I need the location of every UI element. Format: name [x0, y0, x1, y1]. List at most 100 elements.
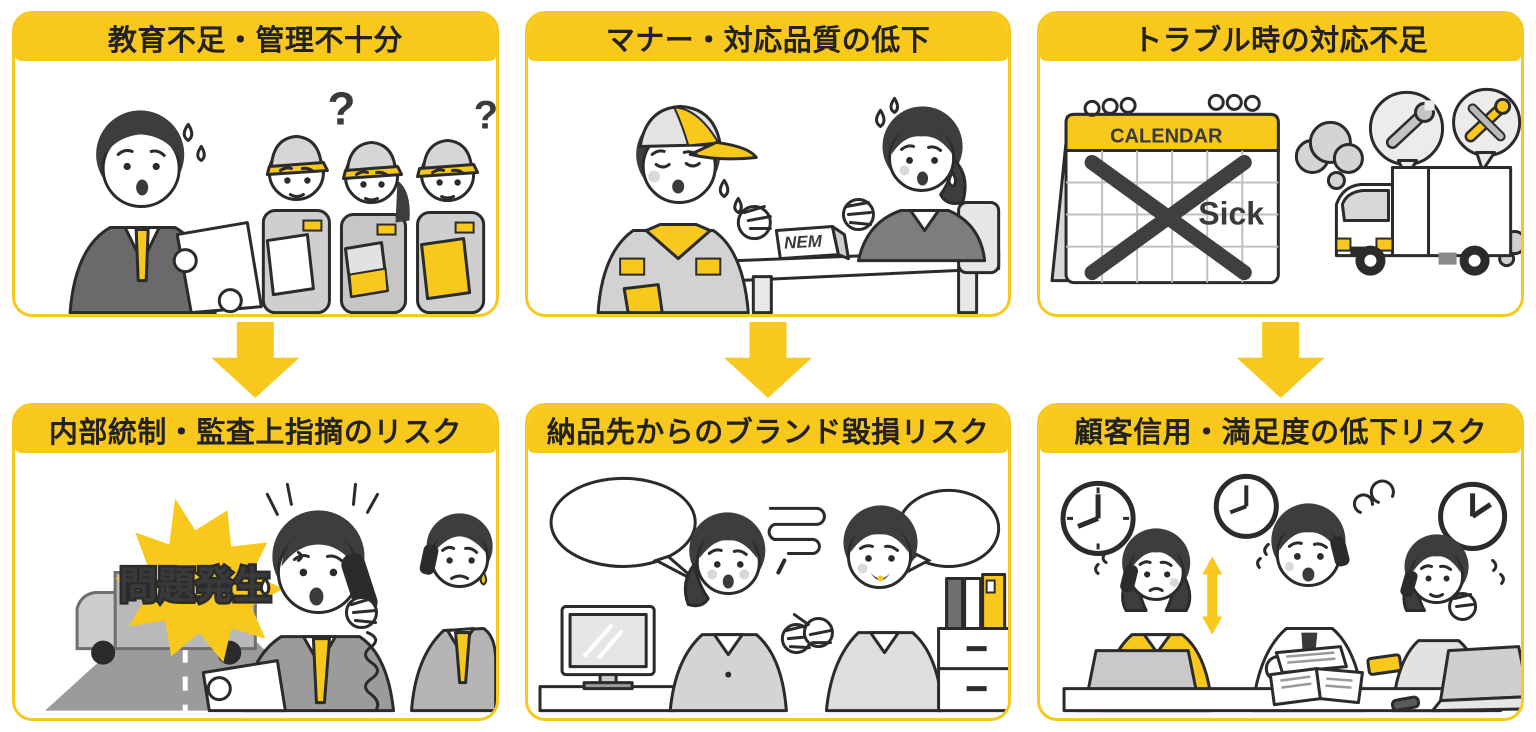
- illustration-education: ? ?: [15, 61, 496, 314]
- illustration-audit: 問題発生: [15, 453, 496, 718]
- panel-title: 納品先からのブランド毀損リスク: [546, 416, 990, 449]
- nameplate-text: NEM: [783, 232, 823, 253]
- wrench-bubble: [1369, 90, 1445, 180]
- worker-2: [339, 140, 410, 314]
- question-mark: ?: [474, 93, 496, 137]
- illustration-customer: [1040, 453, 1521, 718]
- clock-icon: [1438, 481, 1508, 551]
- trouble-illustration: CALENDAR: [1050, 87, 1521, 285]
- panel-header: トラブル時の対応不足: [1040, 14, 1521, 61]
- yellow-note: [1366, 653, 1403, 676]
- panel-trouble-response: トラブル時の対応不足 CALENDAR: [1037, 11, 1524, 317]
- quality-illustration: NEM: [596, 96, 1000, 314]
- shelf-cabinet: [936, 572, 1009, 713]
- calendar: CALENDAR: [1050, 93, 1281, 285]
- panel-title: 教育不足・管理不十分: [107, 24, 403, 57]
- cap-brim: [688, 140, 758, 161]
- clock-icon: [1214, 473, 1280, 539]
- panel-header: 内部統制・監査上指摘のリスク: [15, 406, 496, 453]
- audit-illustration: 問題発生: [45, 482, 496, 713]
- desk-monitor: [538, 605, 678, 713]
- apologizing-worker: [596, 104, 772, 314]
- sick-label: Sick: [1199, 196, 1265, 232]
- cargo-box: [1391, 165, 1513, 258]
- panel-brand-damage: 納品先からのブランド毀損リスク: [524, 403, 1012, 721]
- panel-title: マナー・対応品質の低下: [605, 24, 931, 57]
- education-illustration: ? ?: [68, 82, 496, 314]
- mobile-phone: [1330, 536, 1350, 567]
- problem-burst: 問題発生: [115, 498, 284, 663]
- distress-marks: [1491, 558, 1506, 585]
- arrow-cell: [525, 317, 1012, 403]
- yellow-folder: [420, 237, 472, 301]
- alert-marks: [265, 482, 293, 516]
- paper: [265, 233, 315, 297]
- panel-title: 内部統制・監査上指摘のリスク: [48, 416, 462, 449]
- worried-manager: [68, 110, 263, 314]
- mobile-phone: [419, 544, 439, 575]
- calendar-rings: [1083, 93, 1262, 117]
- sweat-drop: [947, 170, 957, 189]
- sweat-drop: [259, 576, 271, 597]
- arrow-cell: [1037, 317, 1524, 403]
- panel-header: 顧客信用・満足度の低下リスク: [1040, 406, 1521, 453]
- worker-3: [416, 138, 486, 314]
- panel-header: マナー・対応品質の低下: [527, 14, 1009, 61]
- question-mark: ?: [327, 82, 355, 134]
- illustration-trouble: CALENDAR: [1040, 61, 1521, 314]
- panel-title: トラブル時の対応不足: [1133, 24, 1429, 57]
- arrow-cell: [12, 317, 499, 403]
- ponytail: [683, 562, 710, 608]
- panel-customer-trust: 顧客信用・満足度の低下リスク: [1037, 403, 1524, 721]
- problem-burst-text: 問題発生: [119, 566, 271, 608]
- document: [175, 221, 263, 314]
- yellow-clipboard: [622, 283, 664, 314]
- panel-audit-risk: 内部統制・監査上指摘のリスク 問題発生: [12, 403, 499, 721]
- desk: [1062, 645, 1503, 713]
- panel-title: 顧客信用・満足度の低下リスク: [1074, 416, 1488, 449]
- phone-cord: [364, 631, 380, 713]
- panel-header: 教育不足・管理不十分: [15, 14, 496, 61]
- sweat-drop: [479, 571, 488, 586]
- name-plate: NEM: [774, 225, 850, 261]
- troubled-businesswoman: [841, 96, 1000, 275]
- smoke-cloud: [1295, 120, 1365, 191]
- speech-bubble: [549, 476, 697, 568]
- sweat-drop: [196, 144, 206, 162]
- illustration-brand: [528, 453, 1009, 718]
- speech-puffs: [1353, 479, 1396, 514]
- headlight: [1335, 237, 1352, 252]
- delivery-truck: [1335, 165, 1521, 276]
- mouth-highlight: [877, 575, 884, 582]
- sweat-drop: [718, 178, 729, 199]
- down-arrow-icon: [211, 322, 300, 398]
- customer-illustration: [1060, 473, 1521, 713]
- down-arrow-icon: [723, 322, 812, 398]
- worker-1: [261, 134, 331, 314]
- sweat-drop: [732, 197, 743, 215]
- calendar-label: CALENDAR: [1110, 125, 1223, 147]
- panel-education-shortage: 教育不足・管理不十分: [12, 11, 499, 317]
- mobile-phone: [1120, 564, 1139, 593]
- clock-icon: [1060, 480, 1136, 556]
- illustration-quality: NEM: [528, 61, 1009, 314]
- double-arrow-icon: [1202, 556, 1223, 635]
- mobile-phone: [1400, 570, 1418, 597]
- brand-illustration: [538, 476, 1009, 713]
- sweat-drop: [874, 108, 886, 128]
- annoyance-scribble: [767, 506, 826, 575]
- distress-marks: [1256, 542, 1271, 569]
- phone-on-desk: [1391, 695, 1421, 712]
- panel-header: 納品先からのブランド毀損リスク: [527, 406, 1009, 453]
- raised-hand: [736, 205, 772, 241]
- tools-bubble: [1452, 87, 1521, 172]
- screwdriver-icon: [1469, 105, 1504, 140]
- man-on-mobile: [410, 513, 496, 713]
- down-arrow-icon: [1236, 322, 1325, 398]
- concerned-woman: [668, 512, 812, 713]
- sweat-drop: [182, 122, 194, 142]
- x-mark: [1084, 154, 1253, 281]
- man-on-phone: [201, 482, 396, 713]
- laptop: [1431, 645, 1521, 713]
